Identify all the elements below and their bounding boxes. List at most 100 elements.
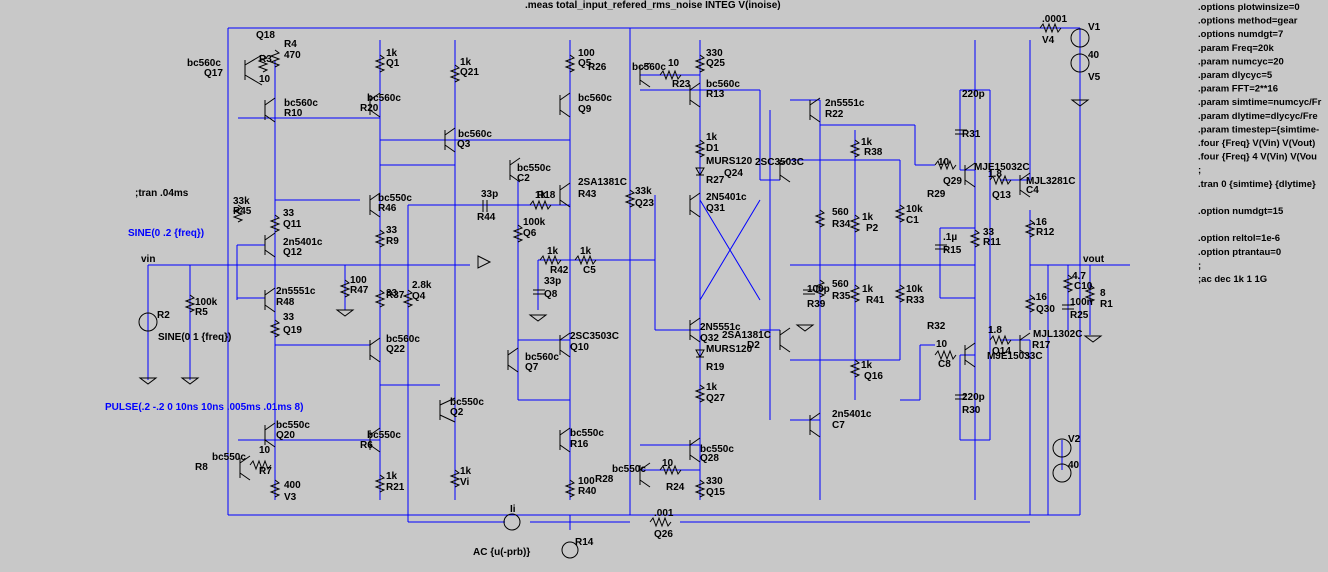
- spice-directive-line: .option numdgt=15: [1198, 206, 1284, 217]
- component-label: 1k: [547, 246, 559, 257]
- component-label: R26: [588, 62, 607, 73]
- component-label: Q18: [256, 30, 275, 41]
- component-label: bc560c: [367, 93, 401, 104]
- component-label: 33: [386, 225, 398, 236]
- component-label: R19: [706, 362, 725, 373]
- spice-directive-line: .param timestep={simtime-: [1198, 124, 1319, 135]
- component-label: Q22: [386, 344, 405, 355]
- component-label: 2n5551c: [276, 286, 316, 297]
- component-label: bc550c: [212, 452, 246, 463]
- component-label: 2SC3503C: [570, 331, 619, 342]
- component-label: 330: [706, 48, 723, 59]
- component-label: Q2: [450, 407, 464, 418]
- component-label: C4: [1026, 185, 1039, 196]
- component-label: Q9: [578, 104, 592, 115]
- component-label: 400: [284, 480, 301, 491]
- resistor-symbols: [184, 49, 1096, 498]
- component-label: MJE15032C: [974, 162, 1030, 173]
- component-label: Q31: [706, 203, 725, 214]
- component-label: R16: [570, 439, 589, 450]
- component-label: R41: [866, 295, 885, 306]
- component-label: V2: [1068, 434, 1081, 445]
- component-label: D2: [747, 340, 760, 351]
- spice-directive-line: ;: [1198, 165, 1201, 176]
- component-label: R45: [233, 206, 252, 217]
- component-label: R35: [832, 291, 851, 302]
- component-label: Q28: [700, 453, 719, 464]
- component-label: 40: [1068, 460, 1080, 471]
- component-label: Q25: [706, 58, 725, 69]
- component-label: bc550c: [450, 397, 484, 408]
- transistor-symbols: [239, 54, 1031, 488]
- component-label: Q3: [457, 139, 471, 150]
- component-label: R15: [943, 245, 962, 256]
- component-label: R42: [550, 265, 569, 276]
- component-label: 1.8: [988, 325, 1002, 336]
- component-label: C5: [583, 265, 596, 276]
- component-label: Q17: [204, 68, 223, 79]
- spice-directive-line: .option reltol=1e-6: [1198, 233, 1280, 244]
- component-label: .001: [654, 508, 674, 519]
- component-label: Q10: [570, 342, 589, 353]
- spice-directive-line: .four {Freq} 4 V(Vin) V(Vou: [1198, 152, 1317, 163]
- component-label: Q16: [864, 371, 883, 382]
- component-label: 100: [350, 275, 367, 286]
- spice-directive-line: .param numcyc=20: [1198, 56, 1284, 67]
- component-label: 1k: [460, 466, 472, 477]
- component-label: Q14: [992, 346, 1011, 357]
- component-label: Q32: [700, 333, 719, 344]
- component-label: C10: [1074, 281, 1093, 292]
- component-label: 1k: [862, 212, 874, 223]
- component-label: C8: [938, 359, 951, 370]
- component-label: Vi: [460, 477, 469, 488]
- sine-source-1: SINE(0 .2 {freq}): [128, 228, 204, 239]
- component-label: 560: [832, 207, 849, 218]
- component-label: Q12: [283, 247, 302, 258]
- component-label: R5: [195, 307, 208, 318]
- component-label: 1.8: [988, 169, 1002, 180]
- ground-symbols: [138, 99, 1103, 385]
- component-label: bc560c: [525, 352, 559, 363]
- component-label: R4: [284, 39, 297, 50]
- component-label: MURS120: [706, 156, 753, 167]
- components[interactable]: [138, 22, 1103, 559]
- spice-directive-line: .param dlytime=dlycyc/Fre: [1198, 111, 1318, 122]
- component-label: Q15: [706, 487, 725, 498]
- component-label: Q29: [943, 176, 962, 187]
- component-label: bc560c: [632, 62, 666, 73]
- component-label: bc550c: [378, 193, 412, 204]
- component-label: R27: [706, 175, 725, 186]
- component-label: R8: [195, 462, 208, 473]
- component-label: R48: [276, 297, 295, 308]
- component-label: 1k: [535, 190, 547, 201]
- component-label: bc560c: [458, 129, 492, 140]
- spice-directives: .options plotwinsize=0.options method=ge…: [1198, 2, 1322, 285]
- spice-directive-line: .options method=gear: [1198, 16, 1298, 27]
- component-label: 330: [706, 476, 723, 487]
- component-label: R10: [284, 108, 303, 119]
- component-label: R11: [983, 237, 1001, 248]
- pulse-source: PULSE(.2 -.2 0 10ns 10ns .005ms .01ms 8): [105, 402, 303, 413]
- tran-comment: ;tran .04ms: [135, 188, 189, 199]
- component-label: 100: [578, 476, 595, 487]
- component-label: R34: [832, 219, 851, 230]
- component-label: R18: [537, 190, 556, 201]
- source-symbols: [138, 28, 1090, 559]
- component-label: R17: [1032, 340, 1051, 351]
- component-label: 2N5551c: [700, 322, 741, 333]
- component-label: 100k: [195, 297, 218, 308]
- component-label: 33p: [544, 276, 561, 287]
- spice-directive-line: .options numdgt=7: [1198, 29, 1283, 40]
- component-label: C1: [906, 215, 919, 226]
- spice-directive-line: .param FFT=2**16: [1198, 84, 1278, 95]
- component-label: Q6: [523, 228, 537, 239]
- component-label: R3: [259, 54, 272, 65]
- component-label: MJL3281C: [1026, 176, 1075, 187]
- component-label: Q30: [1036, 304, 1055, 315]
- component-label: Q19: [283, 325, 302, 336]
- component-label: bc550c: [367, 430, 401, 441]
- component-label: bc550c: [700, 444, 734, 455]
- component-label: 2n5551c: [825, 98, 865, 109]
- component-label: 33: [283, 312, 295, 323]
